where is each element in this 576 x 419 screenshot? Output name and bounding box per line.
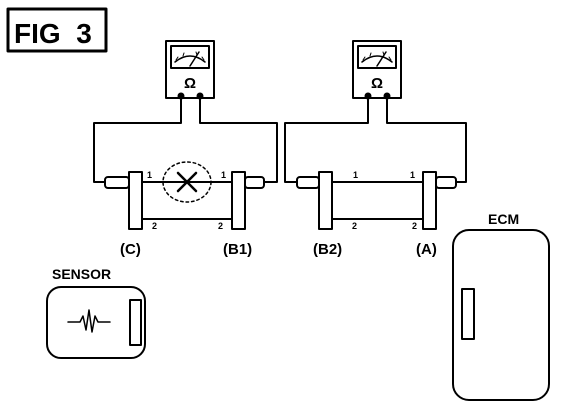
connector-icon: [129, 299, 142, 346]
meter-symbol: Ω: [371, 75, 383, 92]
ecm-label: ECM: [488, 211, 519, 227]
left-harness: [104, 161, 265, 230]
ecm-unit: [452, 229, 550, 401]
probe-b2: [296, 176, 320, 189]
sensor-label: SENSOR: [52, 266, 111, 282]
connector-a-body: [422, 171, 437, 230]
probe-b1: [244, 176, 265, 189]
meter-symbol: Ω: [184, 75, 196, 92]
connector-b2-body: [318, 171, 333, 230]
pin-label: 2: [218, 221, 223, 231]
figure-title: FIG 3: [14, 18, 92, 49]
right-meter-leads: [284, 95, 467, 183]
pin-label: 1: [353, 170, 358, 180]
connector-label-b2: (B2): [313, 241, 342, 258]
left-meter-leads: [93, 95, 278, 183]
pin-label: 2: [152, 221, 157, 231]
sensor-waveform-icon: [67, 309, 111, 333]
sensor-unit: [46, 286, 146, 359]
connector-label-b1: (B1): [223, 241, 252, 258]
connector-label-c: (C): [120, 241, 141, 258]
probe-a: [435, 176, 457, 189]
connector-b1-body: [231, 171, 246, 230]
figure-title-box: [6, 7, 108, 53]
open-circuit-icon: [162, 161, 212, 203]
pin-label: 2: [352, 221, 357, 231]
pin-label: 1: [410, 170, 415, 180]
connector-icon: [461, 288, 475, 340]
pin-label: 2: [412, 221, 417, 231]
pin-label: 1: [147, 170, 152, 180]
probe-c: [104, 176, 130, 189]
ohmmeter-icon: [165, 40, 215, 100]
connector-label-a: (A): [416, 241, 437, 258]
pin-label: 1: [221, 170, 226, 180]
right-harness: [296, 171, 457, 230]
connector-c-body: [128, 171, 143, 230]
